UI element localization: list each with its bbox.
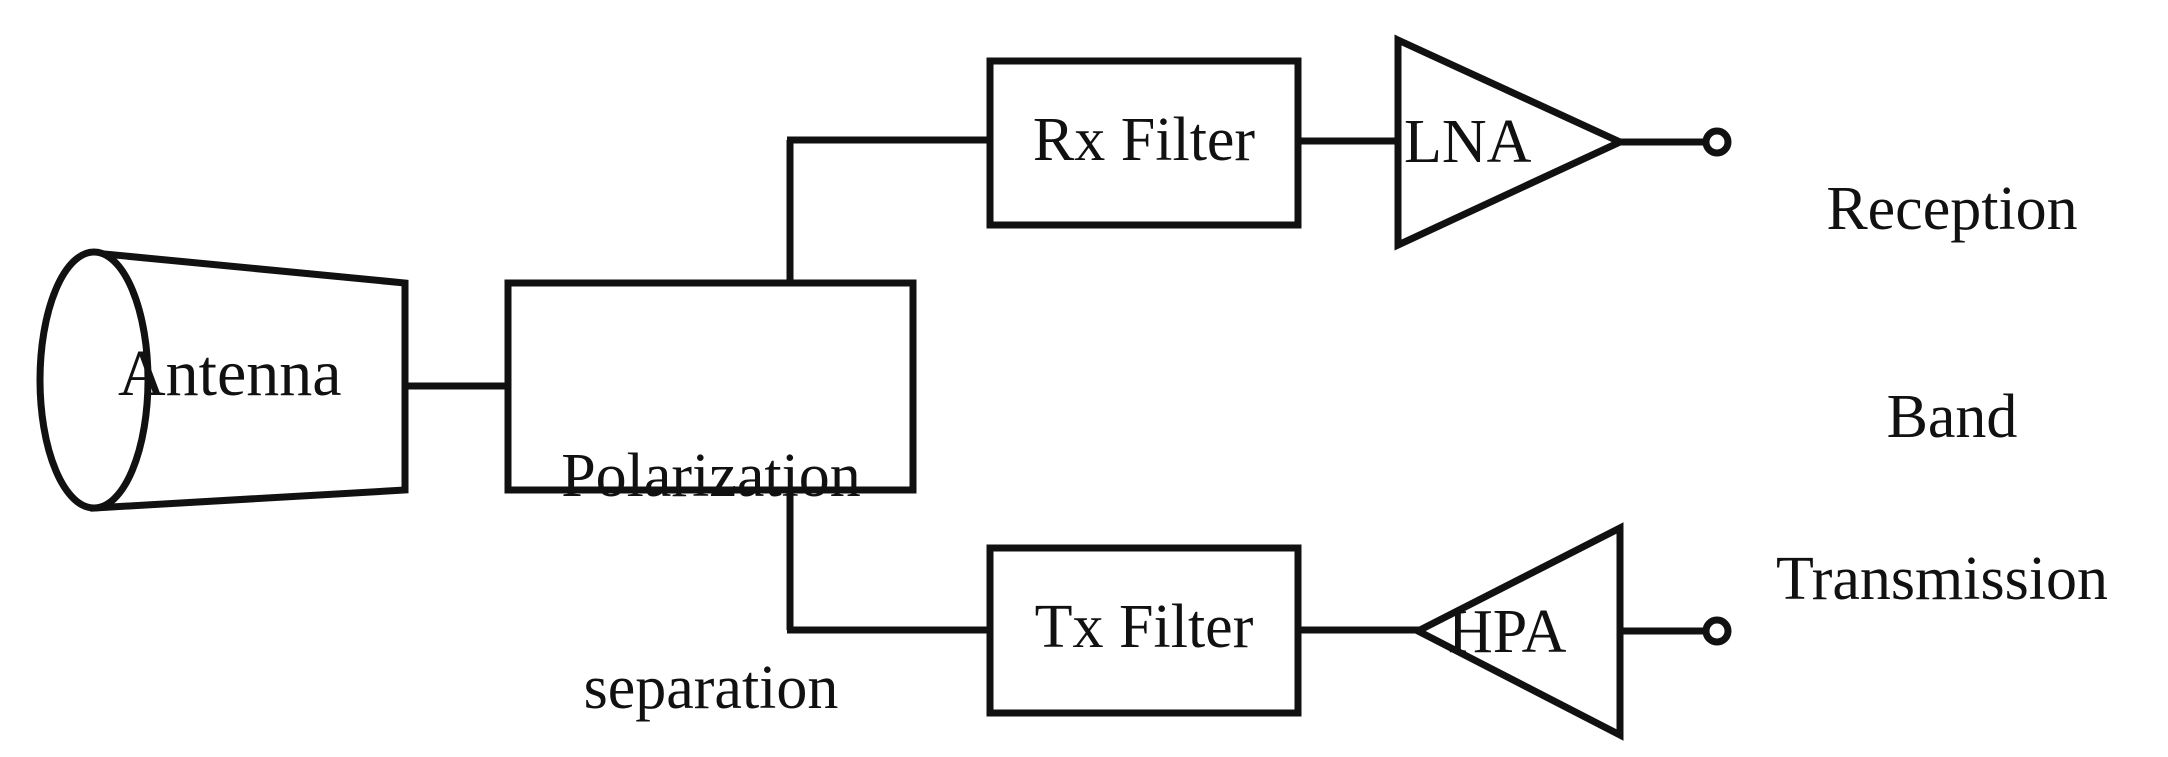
link-polarization-to-rx-filter — [786, 136, 993, 283]
antenna-horn-shape — [36, 248, 409, 512]
reception-band-label-line2: Band — [1886, 383, 2018, 452]
polarization-separation-label-line2: separation — [583, 654, 839, 723]
reception-band-label: Reception Band — [1742, 36, 2162, 592]
transmission-band-label-line2: Band — [1722, 753, 2162, 757]
reception-band-label-line1: Reception — [1826, 174, 2078, 243]
hpa-label: HPA — [1448, 598, 1567, 666]
rx-filter-label: Rx Filter — [1032, 106, 1256, 174]
reception-port-terminal-circle — [1702, 127, 1732, 157]
link-polarization-to-tx-filter — [786, 490, 993, 634]
antenna-label: Antenna — [118, 337, 342, 410]
transmission-band-label-line1: Transmission — [1776, 544, 2108, 613]
antenna-aperture-ellipse — [36, 248, 152, 512]
polarization-separation-label: Polarization separation — [512, 300, 910, 757]
tx-filter-box — [986, 544, 1302, 717]
lna-label: LNA — [1404, 108, 1532, 176]
lna-amplifier-triangle — [1394, 34, 1629, 251]
polarization-separation-box — [504, 279, 917, 494]
transmission-band-label: Transmission Band — [1722, 406, 2162, 757]
polarization-separation-label-line1: Polarization — [561, 442, 861, 511]
transmission-port-terminal-circle — [1702, 616, 1732, 646]
tx-filter-label: Tx Filter — [1034, 593, 1254, 661]
